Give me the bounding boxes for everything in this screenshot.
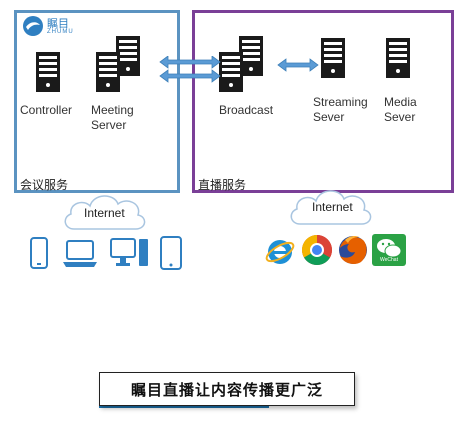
internet-label-right: Internet	[312, 200, 353, 214]
wechat-icon	[372, 234, 406, 266]
desktop-computer-icon	[110, 238, 148, 266]
media-server-icon	[386, 38, 410, 78]
meeting-server-label-line2: Server	[91, 118, 127, 132]
laptop-icon	[63, 240, 97, 267]
media-label-line2: Sever	[384, 110, 416, 124]
caption-box: 瞩目直播让内容传播更广泛	[99, 372, 355, 410]
streaming-label-line1: Streaming	[313, 95, 368, 109]
controller-server-icon	[36, 52, 60, 92]
streaming-label-line2: Sever	[313, 110, 345, 124]
controller-label: Controller	[20, 103, 73, 117]
logo-text-cn: 瞩目	[47, 17, 69, 30]
tablet-icon	[160, 236, 182, 270]
streaming-server-icon	[321, 38, 345, 78]
ie-browser-icon	[265, 240, 295, 264]
broadcast-label: Broadcast	[219, 103, 274, 117]
caption-frame: 瞩目直播让内容传播更广泛	[99, 372, 355, 406]
broadcast-streaming-arrow	[277, 58, 319, 72]
meeting-service-zone-title: 会议服务	[20, 178, 69, 192]
meeting-broadcast-double-arrow	[159, 56, 221, 83]
caption-text: 瞩目直播让内容传播更广泛	[130, 381, 323, 399]
internet-label-left: Internet	[84, 206, 125, 220]
live-service-zone	[192, 10, 454, 193]
firefox-browser-icon	[339, 236, 367, 264]
logo-text-en: ZHUMU	[47, 29, 74, 35]
wechat-badge-text: WeChat	[380, 257, 398, 263]
zhumu-logo-icon	[23, 16, 43, 36]
media-label-line1: Media	[384, 95, 417, 109]
chrome-browser-icon	[301, 235, 333, 266]
meeting-service-zone	[14, 10, 180, 193]
caption-underline	[99, 405, 269, 408]
meeting-server-label-line1: Meeting	[91, 103, 134, 117]
live-service-zone-title: 直播服务	[198, 178, 247, 192]
zhumu-logo: 瞩目 ZHUMU	[22, 14, 82, 40]
meeting-server-icon	[96, 36, 140, 92]
phone-icon	[30, 237, 48, 269]
